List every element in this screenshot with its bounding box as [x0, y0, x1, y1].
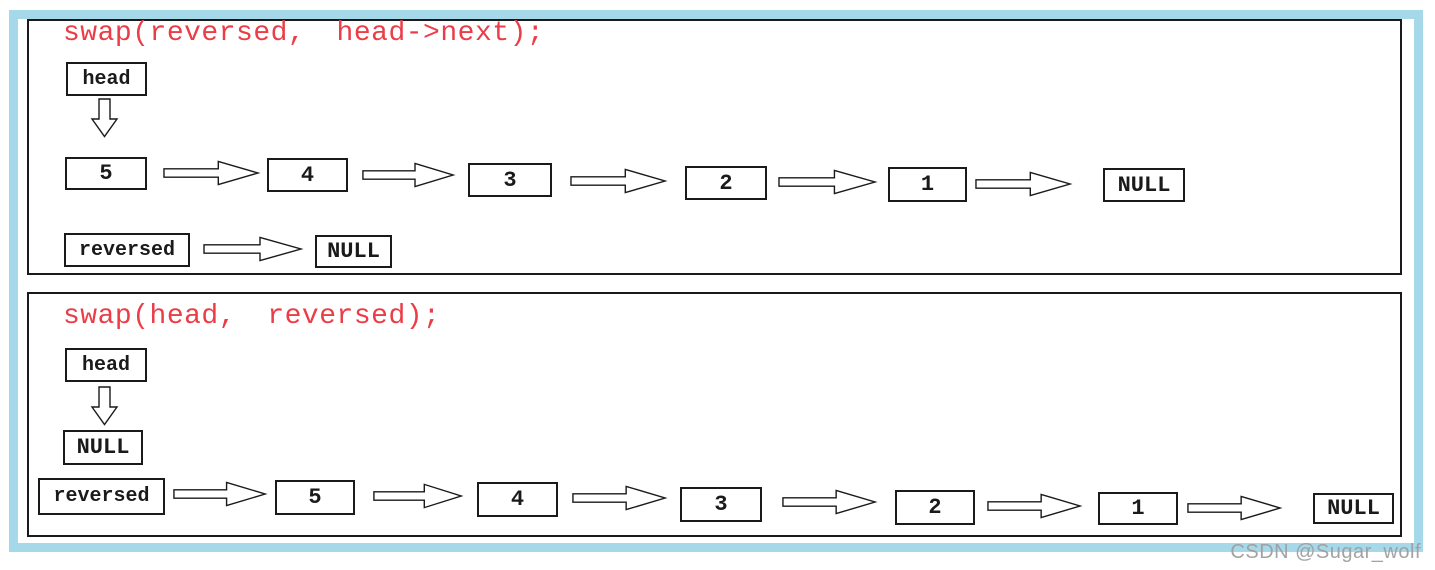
head-pointer-box: head: [66, 62, 147, 96]
list-node: 2: [685, 166, 767, 200]
arrow-right-icon: [782, 489, 877, 515]
null-terminator-box: NULL: [1103, 168, 1185, 202]
reversed-pointer-label: reversed: [53, 485, 150, 508]
node-value: 5: [99, 161, 113, 186]
reversed-pointer-label: reversed: [78, 238, 175, 262]
null-label: NULL: [1117, 172, 1171, 198]
arrow-right-icon: [778, 169, 877, 195]
arrow-right-icon: [987, 493, 1082, 519]
node-value: 1: [1131, 496, 1145, 521]
null-label: NULL: [327, 239, 380, 264]
reversed-pointer-box: reversed: [64, 233, 190, 267]
null-terminator-box: NULL: [1313, 493, 1394, 524]
arrow-down-icon: [90, 98, 119, 138]
list-node: 1: [1098, 492, 1178, 525]
arrow-right-icon: [373, 483, 463, 509]
list-node: 5: [275, 480, 355, 515]
node-value: 2: [719, 170, 733, 196]
reversed-pointer-box: reversed: [38, 478, 165, 515]
head-pointer-label: head: [81, 353, 130, 377]
list-node: 1: [888, 167, 967, 202]
arrow-right-icon: [1187, 495, 1282, 521]
arrow-right-icon: [975, 171, 1072, 197]
outer-blue-frame: [9, 10, 1423, 552]
csdn-watermark: CSDN @Sugar_wolf: [1230, 541, 1421, 563]
arrow-right-icon: [362, 162, 455, 188]
arrow-right-icon: [203, 236, 303, 262]
panel-step1: [27, 19, 1402, 275]
list-node: 5: [65, 157, 147, 190]
list-node: 4: [477, 482, 558, 517]
code-line-step1: swap(reversed, head->next);: [63, 18, 545, 49]
arrow-right-icon: [163, 160, 260, 186]
list-node: 3: [680, 487, 762, 522]
head-pointer-box: head: [65, 348, 147, 382]
arrow-down-icon: [90, 386, 119, 426]
head-pointer-label: head: [82, 67, 131, 91]
list-node: 2: [895, 490, 975, 525]
null-terminator-box: NULL: [63, 430, 143, 465]
null-label: NULL: [76, 435, 130, 460]
node-value: 5: [308, 485, 322, 510]
node-value: 2: [928, 495, 942, 520]
list-node: 4: [267, 158, 348, 192]
list-node: 3: [468, 163, 552, 197]
node-value: 3: [503, 167, 517, 193]
node-value: 4: [300, 162, 315, 188]
arrow-right-icon: [570, 168, 667, 194]
arrow-right-icon: [572, 485, 667, 511]
null-terminator-box: NULL: [315, 235, 392, 268]
node-value: 4: [510, 487, 525, 512]
code-line-step2: swap(head, reversed);: [63, 301, 441, 332]
node-value: 3: [714, 492, 728, 517]
null-label: NULL: [1327, 496, 1380, 521]
node-value: 1: [920, 172, 935, 197]
arrow-right-icon: [173, 481, 267, 507]
